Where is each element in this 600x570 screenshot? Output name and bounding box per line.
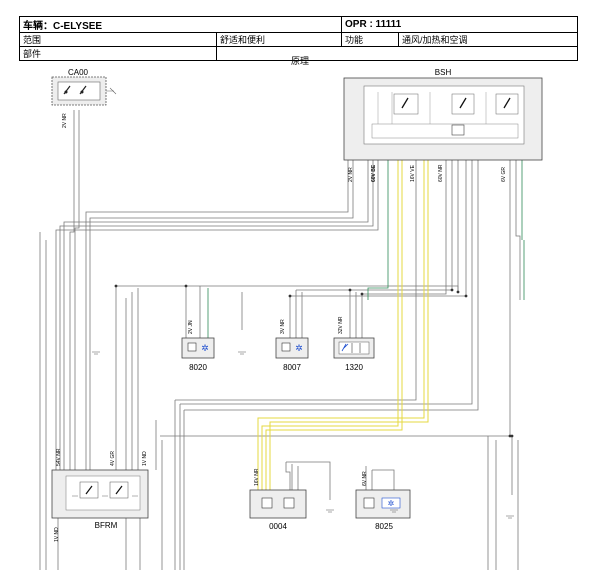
c8025-label: 8025 — [375, 522, 393, 531]
bsh-connector-4: 60V NR — [438, 164, 444, 182]
junction-dots — [114, 284, 514, 438]
bsh-connector-5: 6V GR — [501, 167, 507, 182]
c0004-label: 0004 — [269, 522, 287, 531]
c8007-label: 8007 — [283, 363, 301, 372]
bsh-connector-3: 16V VE — [410, 164, 416, 182]
diagram-title: 原理 — [290, 56, 309, 66]
c8007-component: ✲ 8007 3V NR — [275, 319, 309, 372]
green-wires — [207, 160, 525, 338]
ca00-label: CA00 — [68, 68, 89, 77]
c8025-component: ✲ 8025 6V NR — [355, 471, 411, 531]
c8007-connector: 3V NR — [280, 319, 286, 334]
bsh-label: BSH — [435, 68, 452, 77]
c0004-connector: 16V NR — [254, 468, 260, 486]
bfrm-connector-bottom: 1V ND — [54, 527, 60, 542]
ground-symbols — [92, 351, 514, 519]
svg-text:✲: ✲ — [388, 499, 395, 508]
bsh-component: BSH 2V NR 60V BE 16V VE 60V NR 6V GR — [343, 68, 543, 182]
c8020-label: 8020 — [189, 363, 207, 372]
c8020-component: ✲ 8020 2V JN — [181, 320, 215, 372]
c8025-connector: 6V NR — [362, 471, 368, 486]
c1320-component: 1320 32V NR — [333, 316, 375, 372]
c0004-component: 0004 16V NR — [249, 468, 307, 531]
ca00-connector: 2V NR — [62, 113, 68, 128]
bsh-connector-2: 60V BE — [371, 164, 377, 182]
yellow-wires — [257, 160, 429, 490]
bfrm-component: BFRM 54V NR 4V GR 1V ND 1V ND — [51, 448, 149, 542]
ca00-component: CA00 2V NR — [51, 68, 117, 128]
header-table: 车辆：C-ELYSEE OPR : 11111 范围 舒适和便利 功能 通风/加… — [19, 16, 578, 61]
bsh-connector-1: 2V NR — [348, 167, 354, 182]
bfrm-label: BFRM — [95, 521, 118, 530]
component-value — [216, 46, 578, 61]
bfrm-connector-mid: 4V GR — [110, 451, 116, 466]
bfrm-connector-left: 54V NR — [56, 448, 62, 466]
c1320-connector: 32V NR — [338, 316, 344, 334]
c1320-label: 1320 — [345, 363, 363, 372]
svg-text:✲: ✲ — [201, 343, 209, 353]
svg-text:✲: ✲ — [295, 343, 303, 353]
bfrm-connector-right: 1V ND — [142, 451, 148, 466]
component-label: 部件 — [19, 46, 217, 61]
c8020-connector: 2V JN — [188, 320, 194, 334]
